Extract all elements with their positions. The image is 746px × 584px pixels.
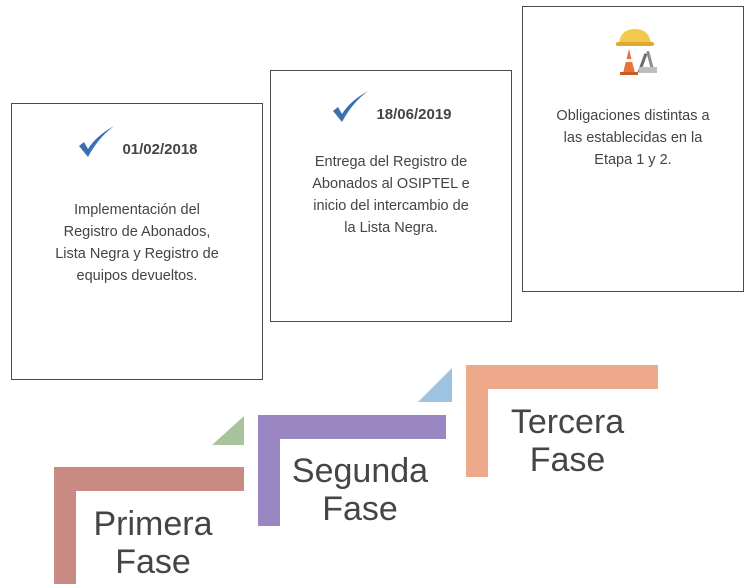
- desc-line: Registro de Abonados,: [63, 224, 211, 240]
- check-icon: [333, 91, 369, 122]
- phase-1-label: Primera Fase: [88, 505, 218, 581]
- phase-3-description: Obligaciones distintas a las establecida…: [531, 105, 735, 171]
- phase-label-line: Fase: [529, 441, 606, 479]
- phase-label-line: Tercera: [510, 403, 625, 441]
- phase-1-arrow-tip: [212, 416, 244, 445]
- desc-line: equipos devueltos.: [76, 268, 198, 284]
- phase-2-label: Segunda Fase: [285, 452, 435, 528]
- phase-1-step: [54, 467, 244, 584]
- phase-label-line: Fase: [322, 490, 398, 528]
- phase-2-arrow-tip: [418, 368, 452, 402]
- phase-3-step: [466, 365, 658, 477]
- phase-2-step: [258, 415, 446, 526]
- desc-line: Etapa 1 y 2.: [594, 152, 672, 168]
- phase-label-line: Segunda: [291, 452, 429, 490]
- desc-line: inicio del intercambio de: [313, 198, 469, 214]
- phase-1-date-row: 01/02/2018: [12, 124, 262, 162]
- desc-line: Obligaciones distintas a: [556, 108, 710, 124]
- phase-3-label: Tercera Fase: [495, 403, 640, 479]
- desc-line: la Lista Negra.: [344, 220, 438, 236]
- desc-line: Implementación del: [74, 202, 200, 218]
- phase-2-description: Entrega del Registro de Abonados al OSIP…: [279, 151, 503, 239]
- phase-label-line: Fase: [115, 543, 191, 581]
- phase-3-card: Obligaciones distintas a las establecida…: [522, 6, 744, 292]
- desc-line: Lista Negra y Registro de: [55, 246, 219, 262]
- desc-line: Abonados al OSIPTEL e: [312, 176, 470, 192]
- construction-icon: [616, 29, 657, 75]
- desc-line: las establecidas en la: [563, 130, 703, 146]
- phase-label-line: Primera: [93, 505, 213, 543]
- phase-2-date: 18/06/2019: [376, 106, 452, 123]
- phase-2-card: 18/06/2019 Entrega del Registro de Abona…: [270, 70, 512, 322]
- phase-2-date-row: 18/06/2019: [271, 89, 511, 127]
- desc-line: Entrega del Registro de: [314, 154, 468, 170]
- check-icon: [79, 126, 115, 157]
- phase-1-description: Implementación del Registro de Abonados,…: [20, 199, 254, 287]
- phase-1-date: 01/02/2018: [122, 141, 198, 158]
- phase-1-card: 01/02/2018 Implementación del Registro d…: [11, 103, 263, 380]
